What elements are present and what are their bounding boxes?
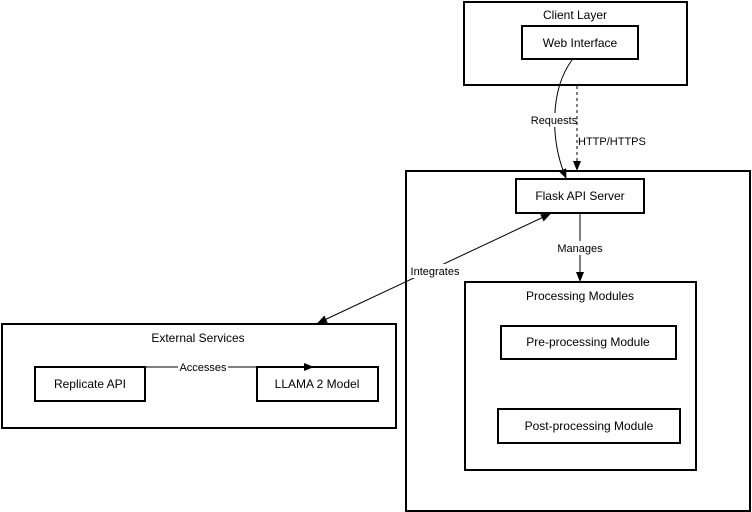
web-interface-node[interactable]: Web Interface bbox=[521, 25, 639, 60]
replicate-api-node[interactable]: Replicate API bbox=[34, 366, 146, 402]
pre-processing-module-node[interactable]: Pre-processing Module bbox=[500, 325, 677, 360]
processing-modules-title: Processing Modules bbox=[526, 289, 634, 303]
external-services-title: External Services bbox=[151, 331, 244, 345]
edge-accesses-label: Accesses bbox=[179, 362, 227, 374]
edge-requests-label: Requests bbox=[531, 115, 578, 127]
client-layer-group: Client Layer bbox=[463, 1, 688, 86]
llama-2-model-label: LLAMA 2 Model bbox=[275, 377, 360, 391]
edge-http-https: HTTP/HTTPS bbox=[573, 86, 646, 171]
edge-http-https-label: HTTP/HTTPS bbox=[578, 136, 646, 148]
edge-requests: Requests bbox=[531, 59, 578, 179]
edge-manages-label: Manages bbox=[557, 243, 603, 255]
edge-manages: Manages bbox=[556, 214, 605, 282]
post-processing-module-label: Post-processing Module bbox=[525, 419, 654, 433]
post-processing-module-node[interactable]: Post-processing Module bbox=[497, 408, 681, 444]
server-container bbox=[405, 170, 751, 512]
pre-processing-module-label: Pre-processing Module bbox=[526, 335, 650, 349]
edge-integrates-label: Integrates bbox=[411, 266, 460, 278]
edge-accesses: Accesses bbox=[146, 361, 314, 374]
replicate-api-label: Replicate API bbox=[54, 377, 126, 391]
edge-integrates: Integrates bbox=[317, 213, 551, 324]
web-interface-label: Web Interface bbox=[543, 36, 618, 50]
flask-api-server-label: Flask API Server bbox=[535, 189, 624, 203]
client-layer-title: Client Layer bbox=[543, 8, 607, 22]
llama-2-model-node[interactable]: LLAMA 2 Model bbox=[256, 366, 379, 402]
flask-api-server-node[interactable]: Flask API Server bbox=[515, 178, 645, 214]
